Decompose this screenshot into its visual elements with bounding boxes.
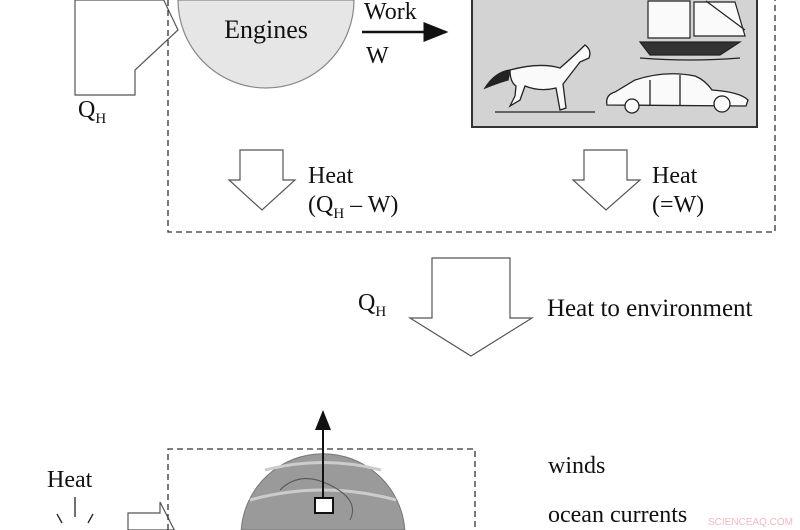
system-dashed-box	[167, 0, 776, 233]
engines-circle	[177, 0, 355, 89]
work-label: Work	[364, 0, 417, 25]
work-symbol: W	[366, 43, 389, 69]
parcel-box	[314, 497, 334, 514]
engine-heat-value: (QH – W)	[308, 192, 398, 222]
effect-item-winds: winds	[548, 453, 605, 479]
environment-label: Heat to environment	[547, 295, 753, 322]
effect-item-ocean-currents: ocean currents	[548, 502, 687, 528]
heat-input-arrow	[74, 0, 179, 96]
bodies-heat-arrow	[571, 149, 642, 211]
environment-heat-arrow	[407, 257, 535, 357]
engines-label: Engines	[224, 15, 308, 44]
earth-dashed-box	[167, 448, 476, 530]
input-q-label: QH	[78, 97, 106, 127]
sun-heat-label: Heat	[47, 467, 93, 493]
bodies-box	[471, 0, 758, 128]
bodies-heat-value: (=W)	[652, 192, 704, 218]
sun-rays-icon	[56, 497, 94, 524]
engine-heat-label: Heat	[308, 163, 354, 189]
engine-heat-arrow	[227, 149, 297, 211]
earth-heat-input-arrow	[127, 501, 175, 530]
environment-q-label: QH	[358, 290, 386, 320]
horse-icon	[483, 44, 595, 113]
ship-icon	[638, 0, 746, 61]
watermark: SCIENCEAQ.COM	[708, 517, 793, 528]
bodies-heat-label: Heat	[652, 163, 698, 189]
car-icon	[606, 73, 749, 114]
